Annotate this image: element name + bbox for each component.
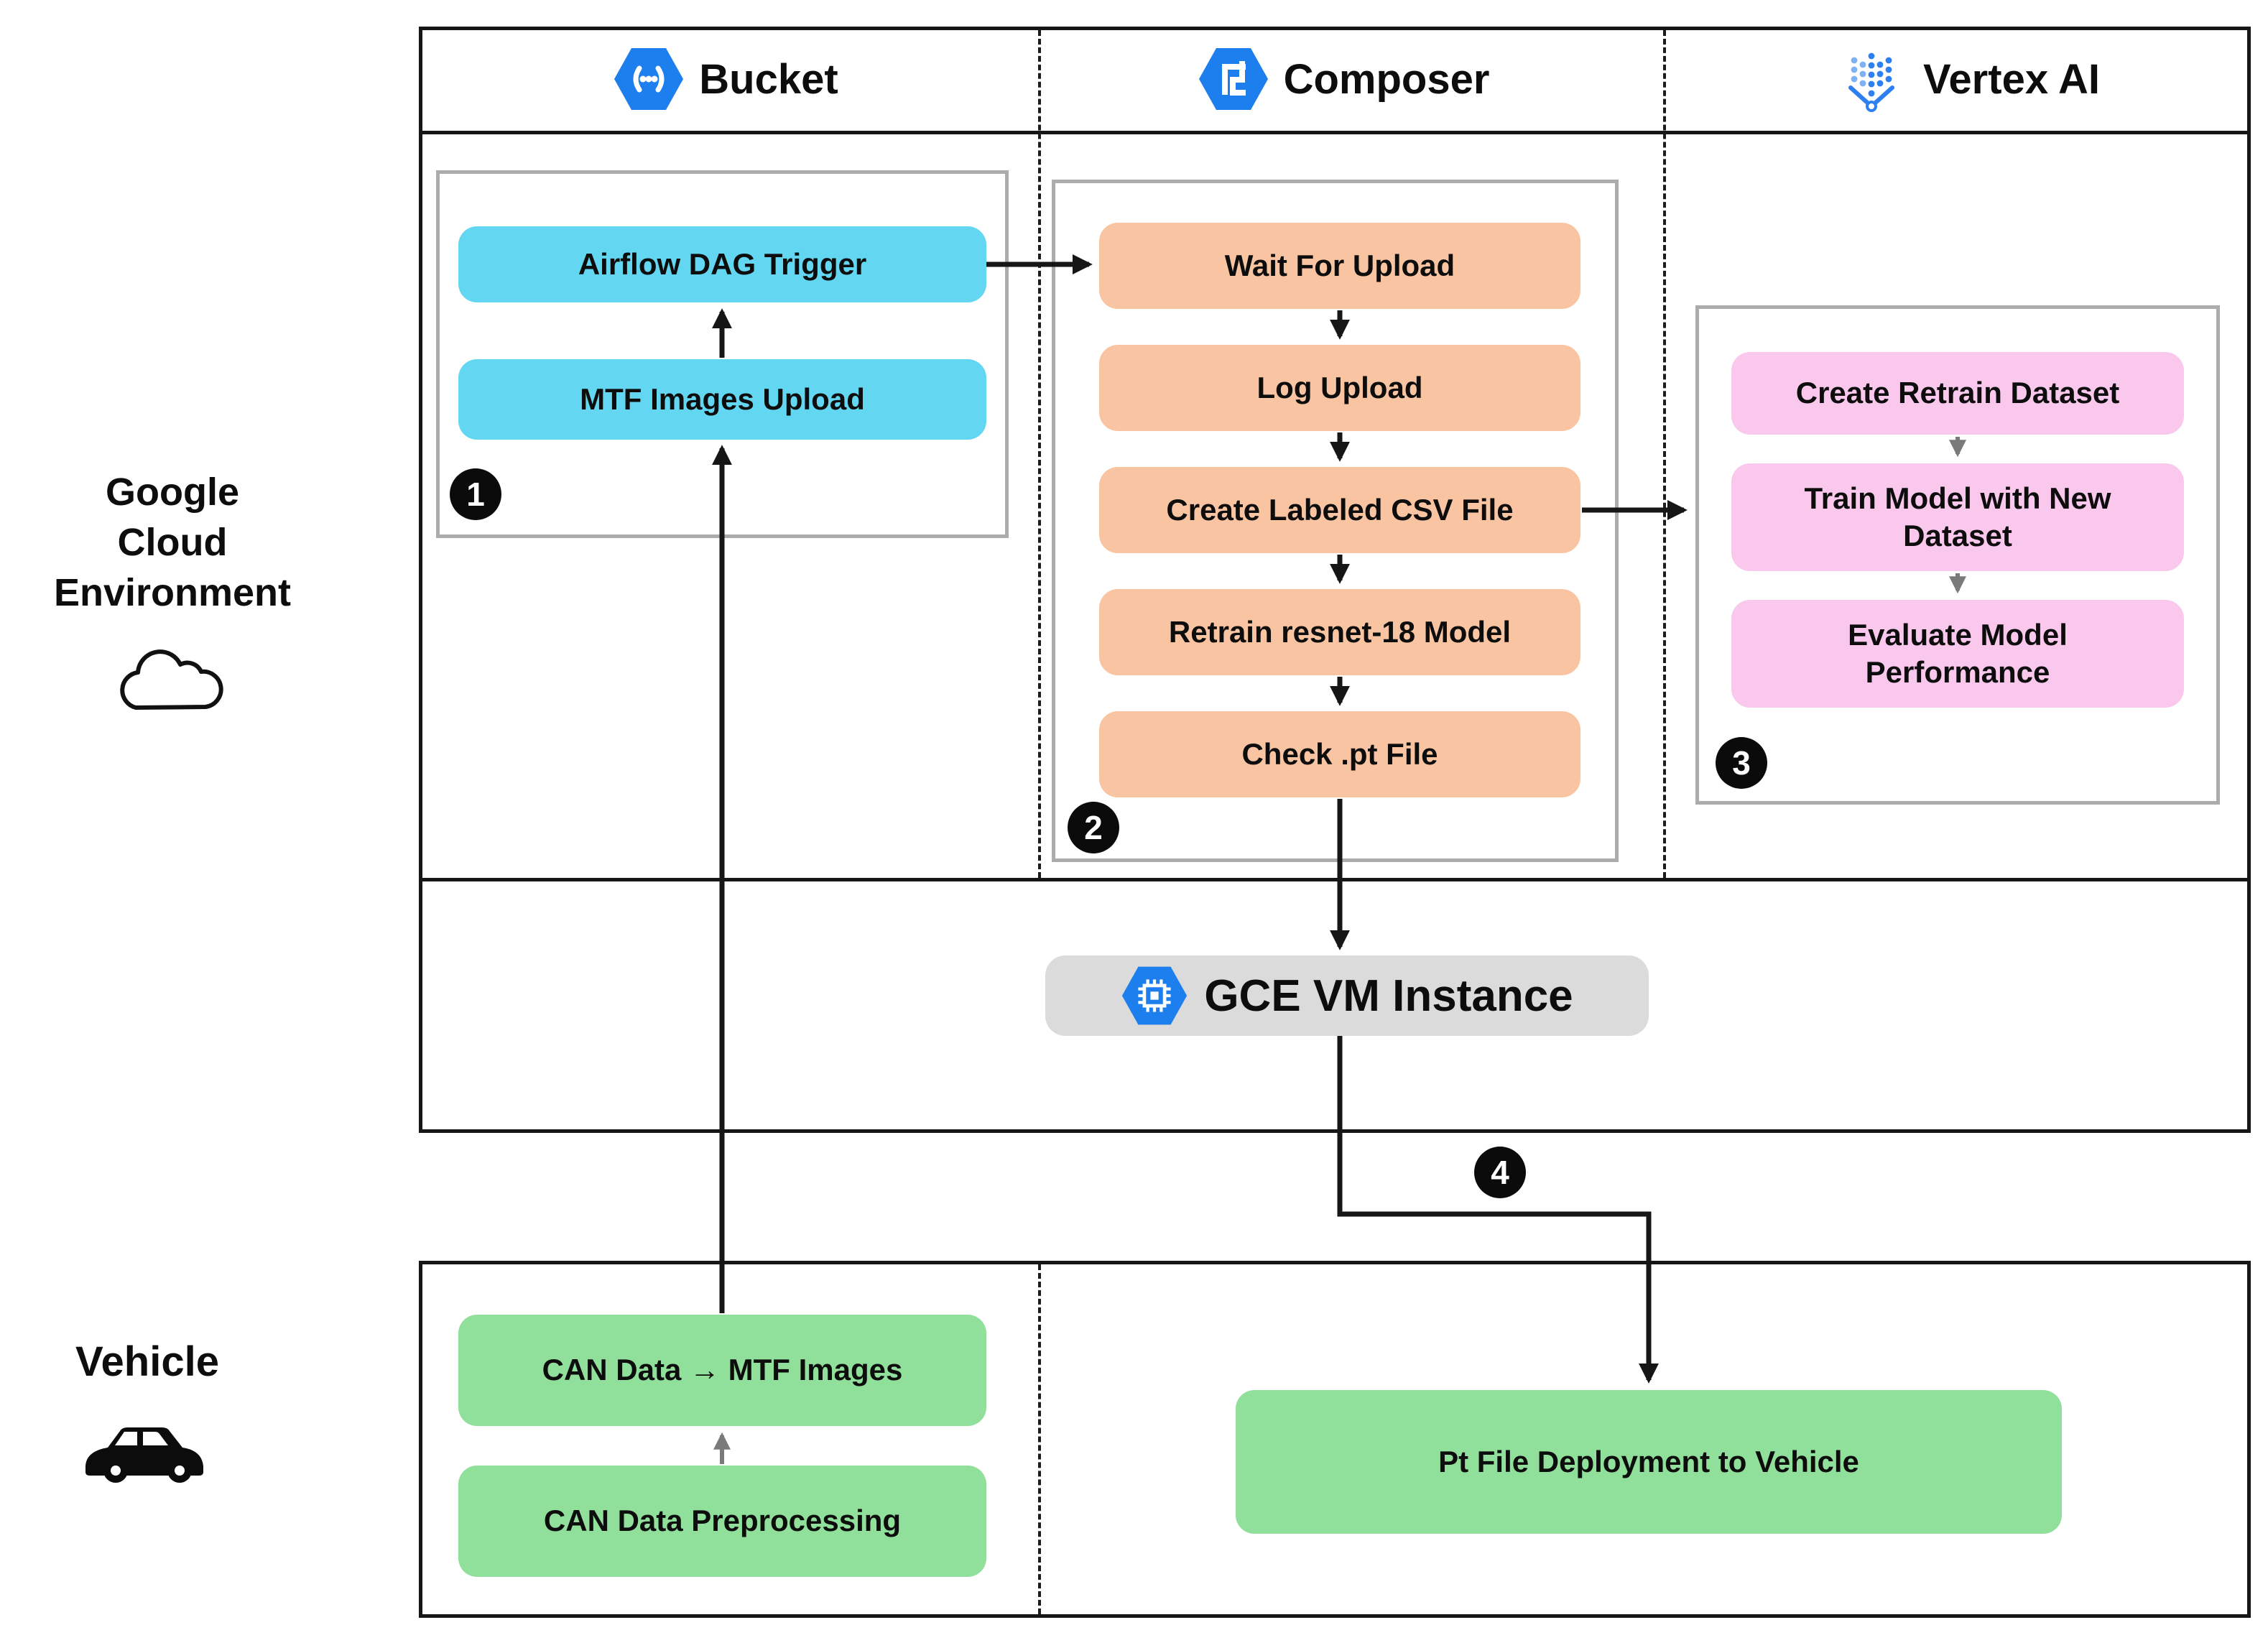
bucket-composer-divider — [1038, 30, 1041, 878]
cloud-label-line1: Google — [106, 471, 239, 514]
step-badge-1: 1 — [450, 468, 501, 520]
vehicle-box — [419, 1261, 2251, 1618]
composer-vertex-divider — [1663, 30, 1666, 878]
step-badge-4: 4 — [1474, 1147, 1526, 1198]
cloud-label-line2: Cloud — [117, 521, 228, 565]
compute-engine-icon — [1122, 966, 1188, 1025]
node-gce-vm-instance-label: GCE VM Instance — [1204, 971, 1573, 1021]
car-icon — [85, 1427, 203, 1483]
node-can-data-to-mtf-images: CAN Data → MTF Images — [458, 1315, 986, 1426]
node-retrain-resnet-18-model: Retrain resnet-18 Model — [1099, 589, 1580, 675]
composer-icon — [1198, 48, 1268, 110]
lane-header-composer: Composer — [1135, 37, 1552, 121]
vehicle-divider — [1038, 1264, 1041, 1614]
node-pt-file-deployment-to-vehicle: Pt File Deployment to Vehicle — [1236, 1390, 2062, 1534]
google-cloud-environment-label: Google Cloud Environment — [11, 467, 334, 723]
node-evaluate-model-performance-label: Evaluate Model Performance — [1848, 617, 2068, 690]
node-can-data-preprocessing-label: CAN Data Preprocessing — [543, 1504, 902, 1538]
vertex-ai-icon — [1848, 52, 1894, 112]
step-badge-1-number: 1 — [466, 476, 485, 513]
vehicle-label: Vehicle — [29, 1338, 266, 1489]
node-train-model-with-new-dataset: Train Model with New Dataset — [1731, 463, 2184, 571]
lane-title-vertex-ai: Vertex AI — [1922, 55, 2101, 103]
node-can-data-preprocessing: CAN Data Preprocessing — [458, 1466, 986, 1577]
lane-title-bucket: Bucket — [699, 55, 838, 103]
header-separator — [419, 131, 2251, 134]
bucket-icon — [614, 48, 684, 110]
node-log-upload-label: Log Upload — [1256, 370, 1423, 404]
step-badge-3: 3 — [1716, 737, 1767, 789]
node-check-pt-file: Check .pt File — [1099, 711, 1580, 797]
node-gce-vm-instance: GCE VM Instance — [1045, 955, 1649, 1036]
cloud-label-line3: Environment — [53, 571, 292, 615]
node-wait-for-upload-label: Wait For Upload — [1224, 248, 1455, 282]
lane-title-composer: Composer — [1283, 55, 1490, 103]
bucket-group-container — [436, 170, 1009, 538]
node-train-model-with-new-dataset-label: Train Model with New Dataset — [1804, 481, 2111, 553]
node-wait-for-upload: Wait For Upload — [1099, 223, 1580, 309]
node-log-upload: Log Upload — [1099, 345, 1580, 431]
vertex-group-container — [1695, 305, 2220, 805]
node-create-labeled-csv-file-label: Create Labeled CSV File — [1166, 492, 1514, 527]
step-badge-2-number: 2 — [1084, 809, 1103, 846]
step-badge-4-number: 4 — [1491, 1154, 1509, 1191]
node-create-retrain-dataset-label: Create Retrain Dataset — [1795, 376, 2120, 410]
node-airflow-dag-trigger: Airflow DAG Trigger — [458, 226, 986, 302]
cloud-icon — [120, 649, 223, 710]
node-mtf-images-upload: MTF Images Upload — [458, 359, 986, 440]
node-pt-file-deployment-to-vehicle-label: Pt File Deployment to Vehicle — [1438, 1444, 1859, 1478]
node-retrain-resnet-18-model-label: Retrain resnet-18 Model — [1168, 614, 1512, 649]
node-create-labeled-csv-file: Create Labeled CSV File — [1099, 467, 1580, 553]
step-badge-3-number: 3 — [1732, 744, 1751, 782]
gce-row-separator — [419, 878, 2251, 881]
node-can-data-to-mtf-images-label: CAN Data → MTF Images — [542, 1353, 903, 1387]
lane-header-vertex-ai: Vertex AI — [1753, 37, 2184, 121]
vehicle-label-text: Vehicle — [75, 1338, 219, 1385]
node-check-pt-file-label: Check .pt File — [1241, 736, 1438, 771]
lane-header-bucket: Bucket — [568, 37, 884, 121]
composer-group-container — [1052, 180, 1619, 862]
node-evaluate-model-performance: Evaluate Model Performance — [1731, 600, 2184, 708]
node-create-retrain-dataset: Create Retrain Dataset — [1731, 352, 2184, 435]
step-badge-2: 2 — [1068, 802, 1119, 853]
node-airflow-dag-trigger-label: Airflow DAG Trigger — [578, 246, 867, 281]
node-mtf-images-upload-label: MTF Images Upload — [580, 381, 865, 416]
google-cloud-environment-box — [419, 27, 2251, 1133]
